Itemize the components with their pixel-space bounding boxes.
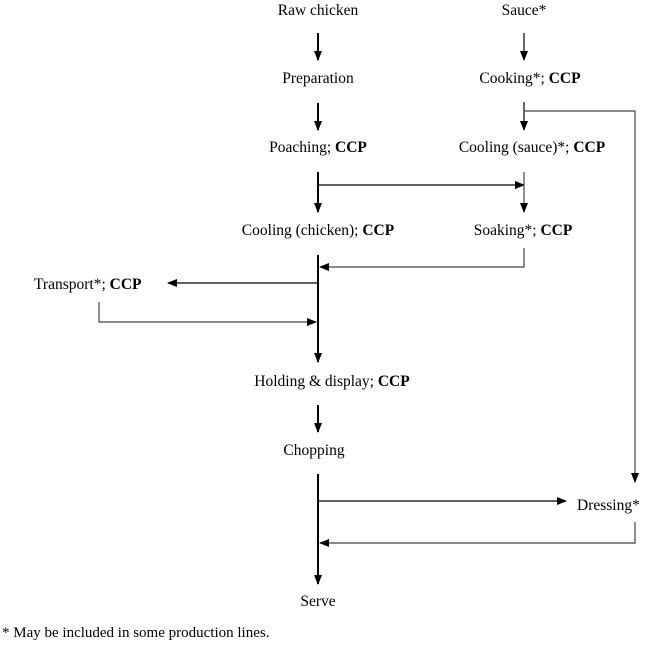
node-serve: Serve	[300, 593, 335, 611]
ccp-badge: CCP	[377, 373, 410, 390]
ccp-badge: CCP	[548, 70, 581, 87]
ccp-badge: CCP	[362, 222, 395, 239]
node-label: Preparation	[282, 70, 354, 87]
arrow-dressing-to-spine	[319, 522, 636, 547]
node-soaking: Soaking*; CCP	[474, 222, 573, 240]
node-label: Chopping	[283, 442, 345, 459]
node-preparation: Preparation	[282, 70, 353, 88]
node-label: Soaking*;	[473, 222, 541, 239]
footnote: * May be included in some production lin…	[2, 625, 270, 641]
node-chopping: Chopping	[283, 442, 344, 460]
ccp-badge: CCP	[335, 139, 367, 156]
arrow-soaking-to-spine	[319, 248, 525, 271]
ccp-badge: CCP	[573, 139, 606, 156]
node-poaching: Poaching; CCP	[269, 139, 367, 157]
node-cooking: Cooking*; CCP	[479, 70, 580, 88]
node-label: Holding & display;	[254, 373, 378, 390]
node-transport: Transport*; CCP	[34, 276, 142, 294]
node-sauce: Sauce*	[502, 2, 547, 20]
node-label: Dressing*	[577, 497, 640, 514]
node-dressing: Dressing*	[577, 497, 640, 515]
node-raw-chicken: Raw chicken	[278, 2, 358, 20]
node-label: Poaching;	[269, 139, 336, 156]
node-label: Transport*;	[34, 276, 110, 293]
node-label: Serve	[300, 593, 336, 610]
arrow-transport-to-spine	[98, 302, 317, 326]
node-label: Cooking*;	[479, 70, 549, 87]
node-cooling-sauce: Cooling (sauce)*; CCP	[459, 139, 605, 157]
arrow-cooking-to-dressing	[524, 110, 639, 483]
node-cooling-chicken: Cooling (chicken); CCP	[242, 222, 394, 240]
node-label: Raw chicken	[277, 2, 359, 19]
node-label: Sauce*	[501, 2, 547, 19]
ccp-badge: CCP	[540, 222, 573, 239]
node-holding-display: Holding & display; CCP	[254, 373, 409, 391]
node-label: Cooling (chicken);	[241, 222, 363, 239]
node-label: Cooling (sauce)*;	[458, 139, 574, 156]
ccp-badge: CCP	[109, 276, 142, 293]
